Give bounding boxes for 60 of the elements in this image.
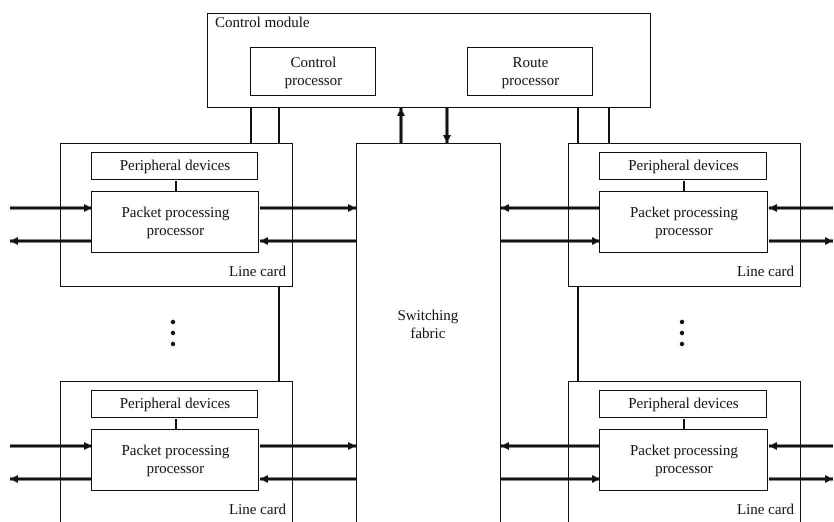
connector-line	[577, 108, 579, 143]
box-label: Packet processing processor	[120, 442, 230, 478]
connector-line	[250, 108, 252, 143]
box-label: Line card	[736, 502, 794, 519]
line-card-box	[60, 143, 293, 287]
line-card-box	[60, 381, 293, 522]
connector-line	[608, 108, 610, 143]
arrow	[10, 442, 92, 450]
box-label: Control module	[215, 15, 310, 32]
arrow	[769, 237, 833, 245]
connector-line	[683, 419, 685, 430]
switching-fabric-box	[356, 143, 501, 522]
box-label: Peripheral devices	[628, 157, 739, 176]
box-label: Packet processing processor	[120, 204, 230, 240]
connector-line	[175, 181, 177, 192]
arrow	[10, 204, 92, 212]
module-box	[207, 13, 651, 108]
processor-box	[91, 191, 260, 254]
arrow	[10, 475, 92, 483]
arrow	[260, 475, 356, 483]
arrow	[501, 237, 600, 245]
processor-box	[599, 429, 768, 492]
arrow	[769, 204, 833, 212]
arrow	[260, 442, 356, 450]
connector-line	[278, 108, 280, 143]
arrow	[501, 442, 600, 450]
processor-box	[467, 47, 594, 96]
arrow	[769, 475, 833, 483]
arrow	[501, 475, 600, 483]
box-label: Line card	[736, 264, 794, 281]
line-card-box	[568, 143, 801, 287]
processor-box	[599, 390, 768, 418]
box-label: Line card	[228, 264, 286, 281]
arrow	[10, 237, 92, 245]
box-label: Packet processing processor	[628, 442, 739, 478]
processor-box	[91, 429, 260, 492]
box-label: Peripheral devices	[120, 157, 230, 176]
processor-box	[599, 191, 768, 254]
processor-box	[91, 152, 258, 180]
arrow	[443, 108, 451, 143]
box-label: Route processor	[500, 54, 560, 90]
processor-box	[250, 47, 376, 96]
box-label: Switching fabric	[396, 307, 460, 343]
arrow	[501, 204, 600, 212]
arrow	[397, 108, 405, 143]
box-label: Peripheral devices	[120, 395, 230, 414]
connector-line	[278, 287, 280, 381]
arrow	[769, 442, 833, 450]
box-label: Packet processing processor	[628, 204, 739, 240]
arrow	[260, 237, 356, 245]
box-label: Peripheral devices	[628, 395, 739, 414]
connector-line	[175, 419, 177, 430]
arrow	[260, 204, 356, 212]
processor-box	[91, 390, 258, 418]
processor-box	[599, 152, 768, 180]
connector-line	[683, 181, 685, 192]
box-label: Control processor	[284, 54, 344, 90]
box-label: Line card	[228, 502, 286, 519]
line-card-box	[568, 381, 801, 522]
connector-line	[577, 287, 579, 381]
